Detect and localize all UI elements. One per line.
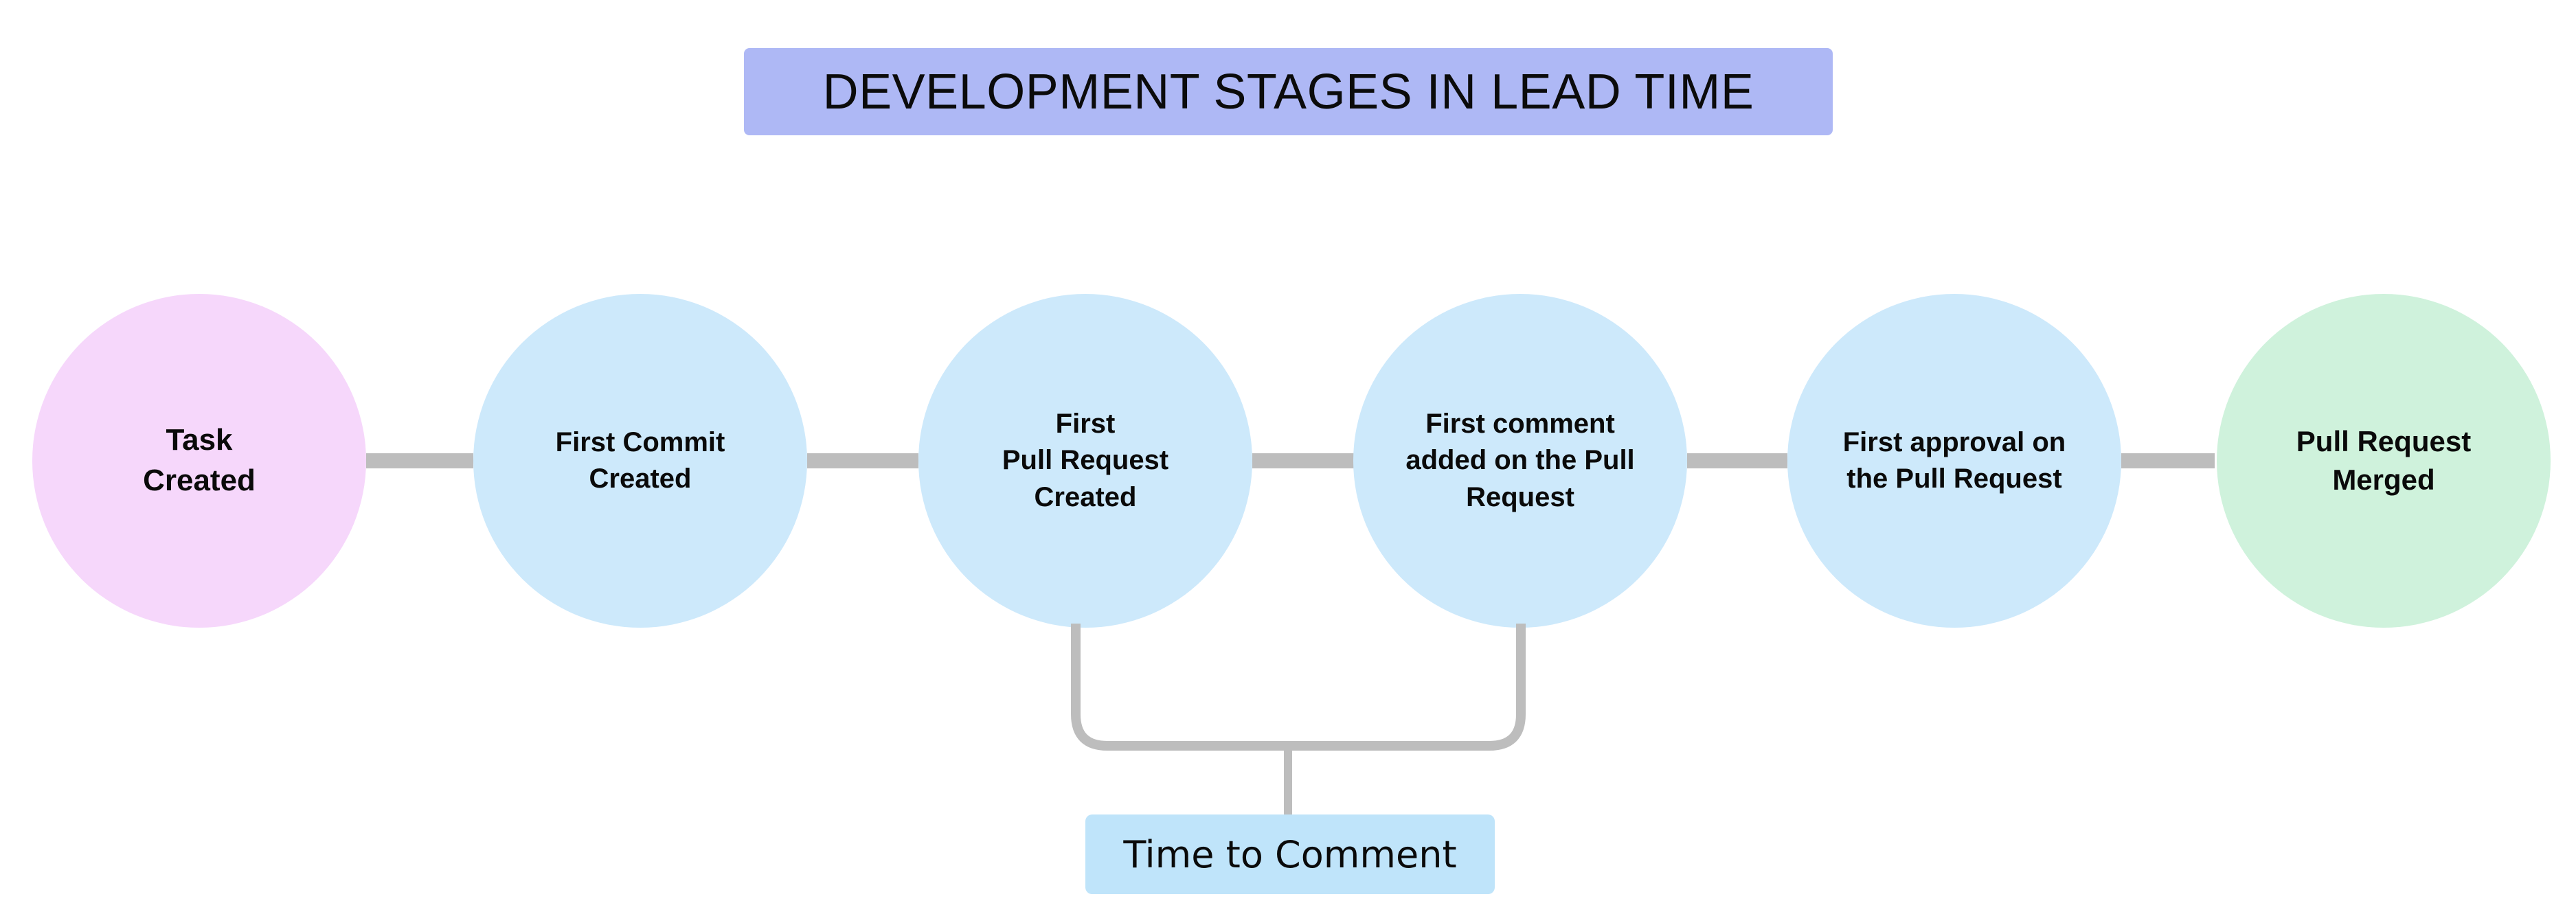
stage-label-pull-request-merged: Pull Request Merged [2296, 425, 2472, 496]
time-to-comment-label: Time to Comment [1123, 832, 1457, 876]
connector-pr-to-comment [1252, 453, 1360, 468]
time-to-comment-callout[interactable]: Time to Comment [1085, 814, 1495, 894]
stage-node-pull-request-merged[interactable]: Pull Request Merged [2217, 294, 2551, 628]
stage-node-first-pull-request-created[interactable]: First Pull Request Created [918, 294, 1252, 628]
connector-approval-to-merged [2121, 453, 2215, 468]
stage-label-first-pull-request-created: First Pull Request Created [1002, 409, 1169, 512]
connector-comment-to-approval [1687, 453, 1787, 468]
stage-node-first-approval[interactable]: First approval on the Pull Request [1787, 294, 2121, 628]
connector-task-to-commit [366, 453, 473, 468]
bracket-u-path [1071, 624, 1526, 751]
stage-label-task-created: Task Created [143, 423, 256, 497]
stage-node-first-comment-added[interactable]: First comment added on the Pull Request [1353, 294, 1687, 628]
connector-commit-to-pr [807, 453, 918, 468]
stage-node-first-commit-created[interactable]: First Commit Created [473, 294, 807, 628]
time-to-comment-bracket [1071, 624, 1526, 817]
stage-label-first-comment-added: First comment added on the Pull Request [1405, 409, 1635, 512]
page-title: DEVELOPMENT STAGES IN LEAD TIME [822, 64, 1754, 119]
stage-node-task-created[interactable]: Task Created [32, 294, 366, 628]
stage-label-first-commit-created: First Commit Created [555, 426, 725, 494]
stage-label-first-approval: First approval on the Pull Request [1842, 426, 2066, 494]
diagram-title-banner: DEVELOPMENT STAGES IN LEAD TIME [744, 48, 1833, 135]
